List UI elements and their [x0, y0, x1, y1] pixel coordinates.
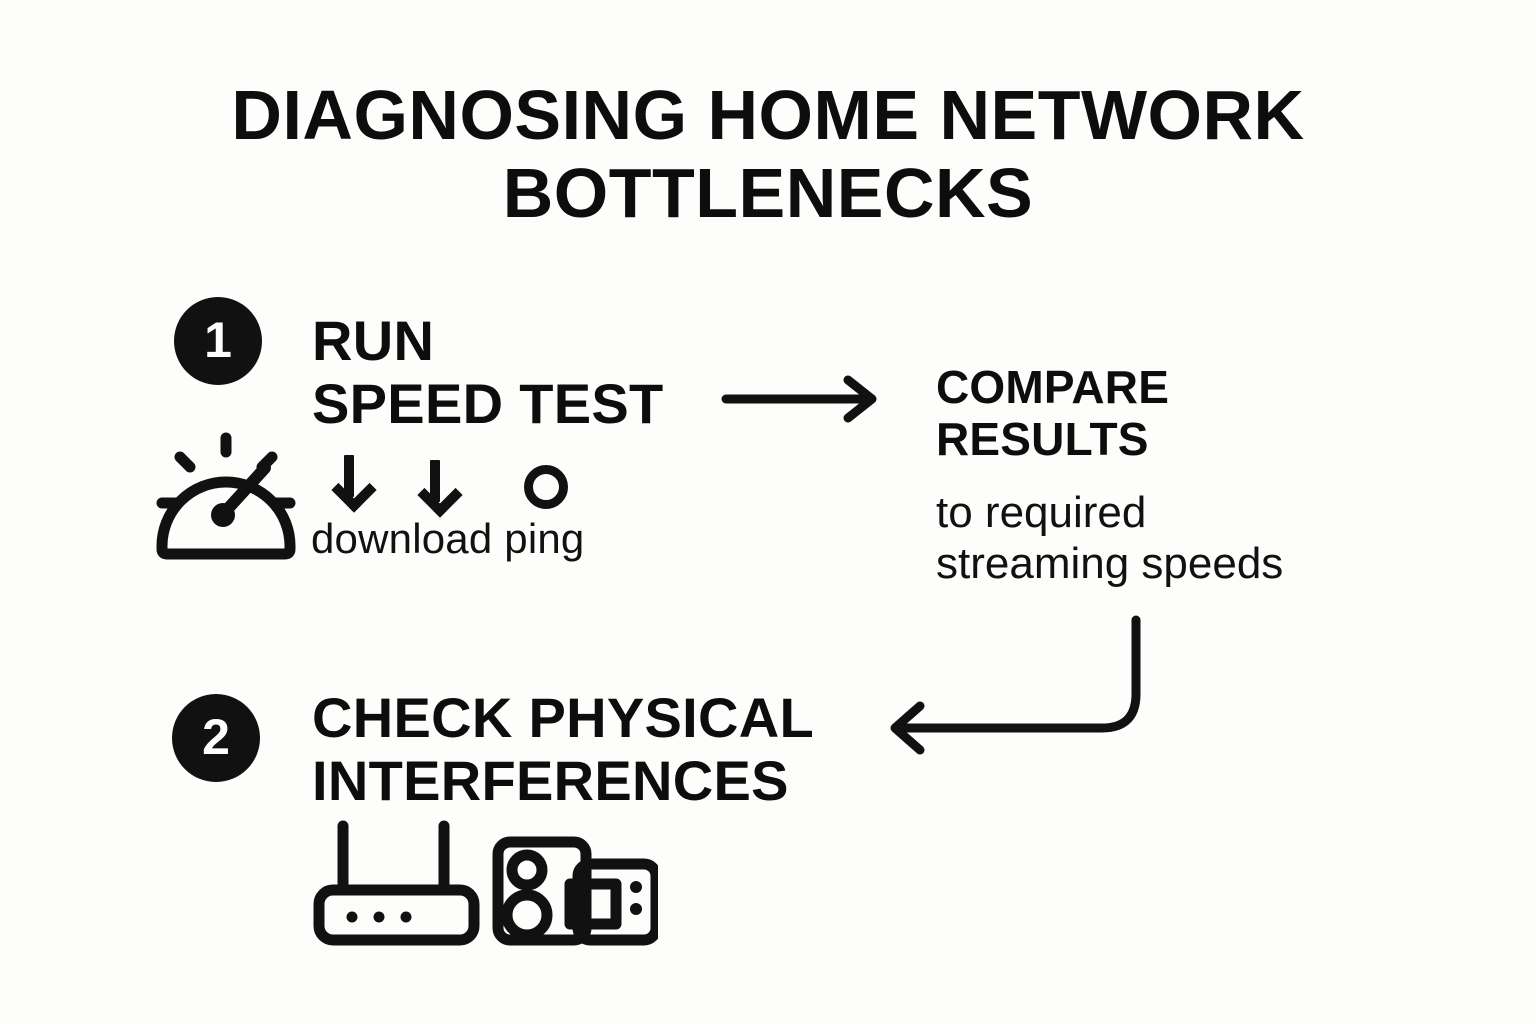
microwave-dot-bottom — [630, 903, 642, 915]
microwave-window — [564, 878, 622, 930]
router-and-appliances-icon — [308, 812, 662, 957]
speed-test-metric-glyphs — [313, 452, 593, 518]
step-2-heading: CHECK PHYSICAL INTERFERENCES — [312, 686, 815, 812]
router-led-2 — [373, 911, 385, 923]
microwave-body — [572, 858, 662, 946]
microwave-dot-top — [630, 881, 642, 893]
speedometer-gauge-icon — [140, 418, 312, 573]
compare-results-subtext: to required streaming speeds — [936, 488, 1284, 589]
ping-ring-icon — [524, 465, 568, 509]
upload-arrow-head-icon — [417, 472, 463, 518]
page-title: DIAGNOSING HOME NETWORK BOTTLENECKS — [231, 76, 1305, 233]
router-led-3 — [400, 911, 412, 923]
upload-arrow-icon — [430, 460, 440, 502]
arrow-curve-to-step-2-icon — [868, 606, 1168, 771]
speaker-woofer — [501, 889, 553, 941]
router-body — [313, 884, 480, 946]
speaker-body — [492, 836, 592, 946]
step-1-number-badge: 1 — [174, 297, 262, 385]
speed-test-metric-labels: download ping — [311, 515, 585, 562]
step-2-number-badge: 2 — [172, 694, 260, 782]
download-arrow-icon — [344, 455, 354, 497]
speaker-tweeter — [506, 849, 548, 891]
step-1-heading: RUN SPEED TEST — [312, 309, 664, 435]
compare-results-heading: COMPARE RESULTS — [936, 361, 1170, 465]
download-arrow-head-icon — [331, 467, 377, 513]
router-led-1 — [346, 911, 358, 923]
arrow-right-to-compare-icon — [720, 372, 890, 433]
